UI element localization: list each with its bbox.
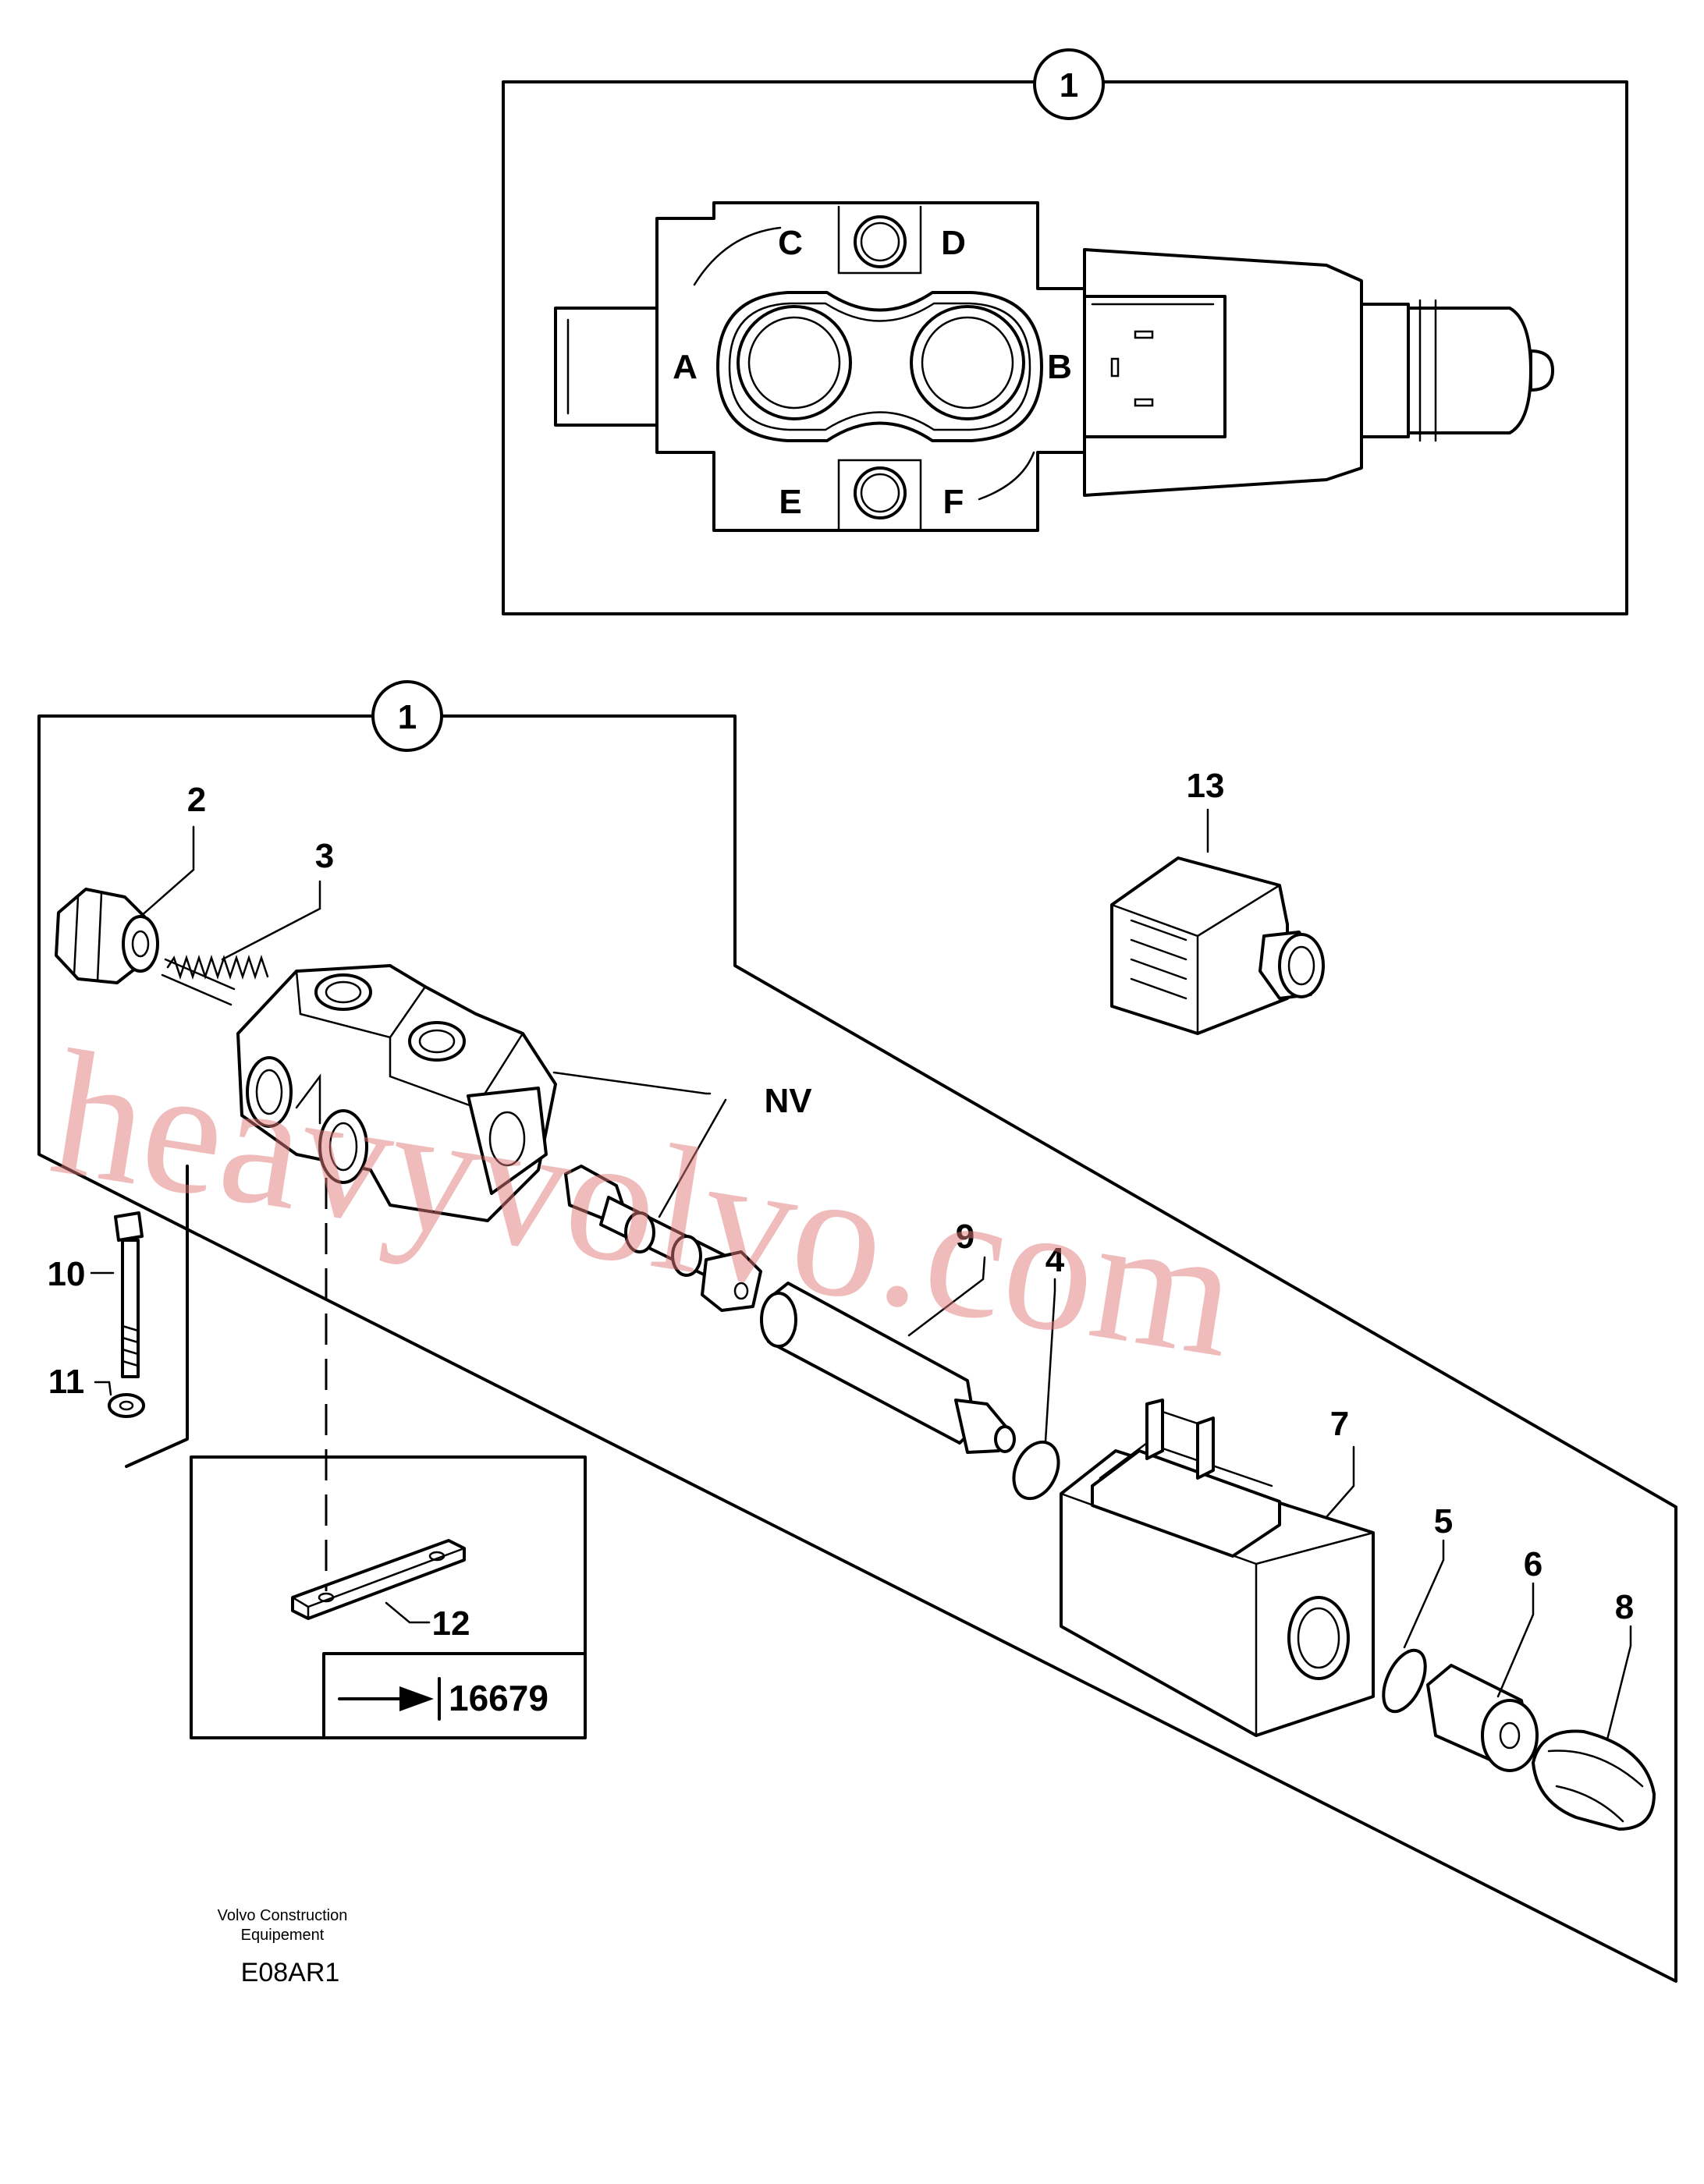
port-label-b: B [1047, 348, 1072, 386]
part-3-spring [161, 955, 269, 1006]
inset-panel [190, 1455, 587, 1739]
leader-9 [907, 1256, 986, 1337]
company-line-1: Volvo Construction [218, 1907, 348, 1924]
leader-2 [139, 825, 195, 918]
part-10-bolt [114, 1211, 144, 1378]
exploded-view-frame [37, 714, 1677, 1983]
part-label-10: 10 [48, 1255, 86, 1293]
bolt-bracket [125, 1165, 189, 1468]
spool [564, 1165, 762, 1312]
leader-4 [1044, 1278, 1056, 1443]
watermark: heavyvolvo.com [41, 1012, 1248, 1395]
port-label-f: F [943, 483, 964, 521]
part-label-3: 3 [315, 837, 334, 875]
part-nv-valve-body [236, 964, 557, 1222]
top-view-callout: 1 [1060, 66, 1078, 105]
exploded-view-callout-circle [371, 680, 443, 752]
solenoid-end-cap [1407, 307, 1532, 434]
solenoid-connector [1083, 295, 1227, 438]
part-6-nut [1426, 1664, 1539, 1772]
part-7-coil [1060, 1399, 1375, 1737]
leader-6 [1496, 1582, 1535, 1698]
part-8-cap [1532, 1729, 1656, 1831]
leader-7 [1325, 1445, 1355, 1519]
part-label-6: 6 [1524, 1545, 1542, 1583]
part-4-o-ring [1012, 1440, 1060, 1501]
reference-number: 16679 [449, 1678, 548, 1718]
part-label-9: 9 [956, 1218, 974, 1256]
part-9-tube [760, 1282, 1016, 1454]
port-b-bore [910, 305, 1025, 420]
leader-5 [1403, 1539, 1445, 1649]
part-label-12: 12 [432, 1604, 470, 1643]
part-5-o-ring [1382, 1648, 1427, 1714]
part-11-washer [108, 1393, 145, 1418]
exploded-view-panel: 1 16679 [37, 680, 1677, 1983]
port-a-bore [737, 305, 852, 420]
part-label-8: 8 [1615, 1588, 1634, 1626]
port-label-d: D [941, 224, 966, 262]
port-label-a: A [673, 348, 698, 386]
leader-nv-2 [658, 1098, 727, 1218]
nv-label: NV [764, 1082, 812, 1120]
leader-11 [94, 1381, 112, 1396]
part-label-11: 11 [48, 1363, 85, 1401]
port-label-e: E [779, 483, 801, 521]
solenoid-end-collar [1360, 303, 1410, 438]
part-label-2: 2 [187, 781, 206, 819]
exploded-view-callout: 1 [398, 698, 417, 736]
leader-12 [385, 1601, 431, 1624]
valve-top-view [554, 201, 1554, 532]
port-label-c: C [778, 224, 803, 262]
valve-left-stub [554, 307, 659, 427]
manual-override-button [1529, 349, 1554, 392]
leader-8 [1606, 1625, 1632, 1741]
company-line-2: Equipement [241, 1927, 325, 1944]
part-label-13: 13 [1187, 767, 1225, 805]
top-view-panel: 1 [502, 48, 1628, 615]
part-label-5: 5 [1434, 1502, 1453, 1540]
reference-box [322, 1652, 587, 1739]
part-label-7: 7 [1330, 1405, 1349, 1443]
drawing-code: E08AR1 [241, 1958, 340, 1987]
leader-3 [221, 880, 321, 961]
part-label-4: 4 [1045, 1241, 1065, 1279]
part-2-knob [55, 888, 159, 984]
top-view-callout-circle [1033, 48, 1105, 120]
part-12-plate [291, 1539, 466, 1620]
leader-nv-1 [552, 1071, 712, 1095]
part-13-connector [1110, 856, 1325, 1035]
